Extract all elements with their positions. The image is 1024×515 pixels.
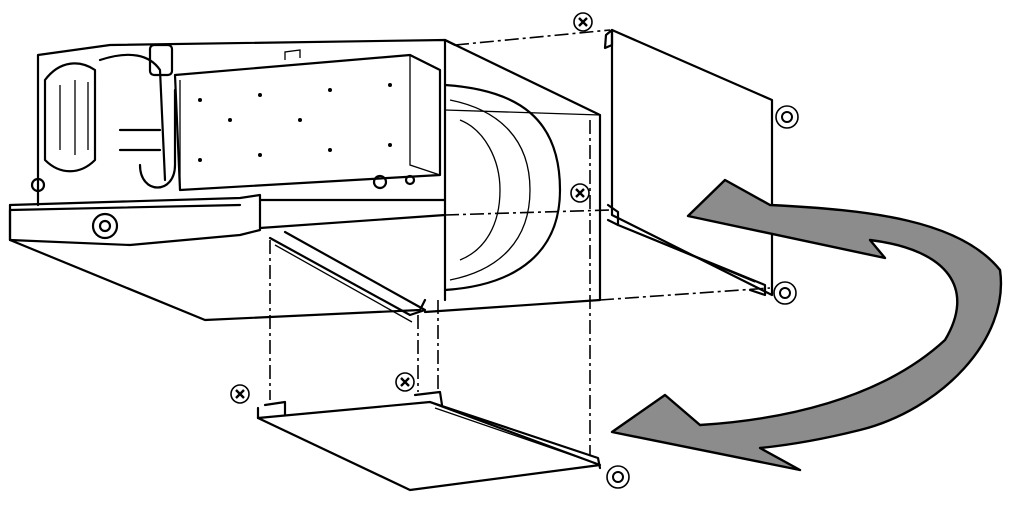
control-box xyxy=(173,53,442,192)
drain-rail xyxy=(268,230,427,317)
side-panel xyxy=(603,28,774,297)
alignment-lines xyxy=(269,29,771,455)
round-screw-icon xyxy=(775,105,799,129)
round-screw-icon xyxy=(773,281,797,305)
cross-screw-icon xyxy=(229,383,251,405)
unit-body xyxy=(8,38,602,323)
bottom-panel xyxy=(256,390,602,492)
round-screw-icon xyxy=(606,465,630,489)
rivets xyxy=(198,83,392,162)
cross-screw-icon xyxy=(394,371,416,393)
rotation-arrow-icon xyxy=(610,178,1003,472)
cross-screw-icon xyxy=(569,182,591,204)
base-tray xyxy=(8,203,427,322)
drain-fitting xyxy=(91,212,119,240)
cross-screw-icon xyxy=(572,11,594,33)
coil-piping xyxy=(43,43,177,189)
fan-scroll xyxy=(443,83,562,292)
support-bracket xyxy=(8,193,262,247)
